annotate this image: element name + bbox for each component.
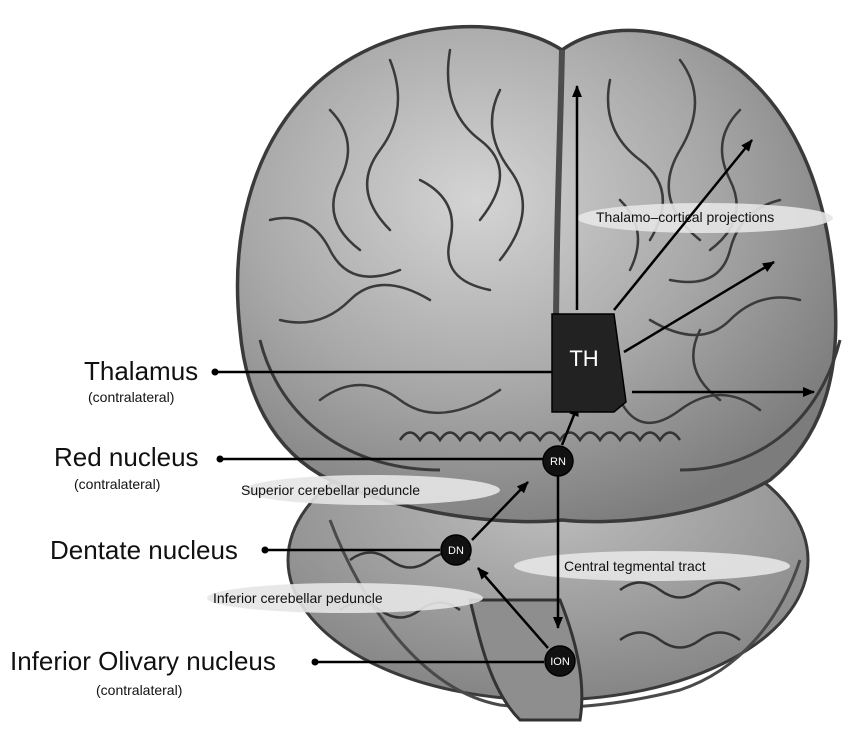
thalamus-label: Thalamus — [84, 356, 198, 386]
dentate-nucleus-node: DN — [441, 535, 471, 565]
thalamus-note: (contralateral) — [88, 389, 174, 405]
thalamus-node: TH — [552, 314, 626, 412]
rn-node-label: RN — [550, 456, 566, 468]
cerebrum — [238, 27, 840, 522]
central-tegmental-label: Central tegmental tract — [564, 558, 706, 574]
thalamus-dot — [212, 369, 219, 376]
inferior-olivary-node: ION — [545, 646, 575, 676]
superior-peduncle-label: Superior cerebellar peduncle — [241, 482, 420, 498]
red-nucleus-label: Red nucleus — [54, 442, 199, 472]
dentate-dot — [262, 547, 269, 554]
red-nucleus-node: RN — [543, 446, 573, 476]
olivary-dot — [312, 659, 319, 666]
red-nucleus-note: (contralateral) — [74, 476, 160, 492]
inferior-olivary-note: (contralateral) — [96, 682, 182, 698]
red-nucleus-dot — [217, 456, 224, 463]
thalamo-cortical-label: Thalamo–cortical projections — [596, 209, 774, 225]
inferior-peduncle-label: Inferior cerebellar peduncle — [213, 590, 383, 606]
th-node-label: TH — [569, 346, 598, 371]
ion-node-label: ION — [550, 656, 570, 668]
dentate-nucleus-label: Dentate nucleus — [50, 535, 238, 565]
dn-node-label: DN — [448, 545, 464, 557]
inferior-olivary-label: Inferior Olivary nucleus — [10, 646, 276, 676]
